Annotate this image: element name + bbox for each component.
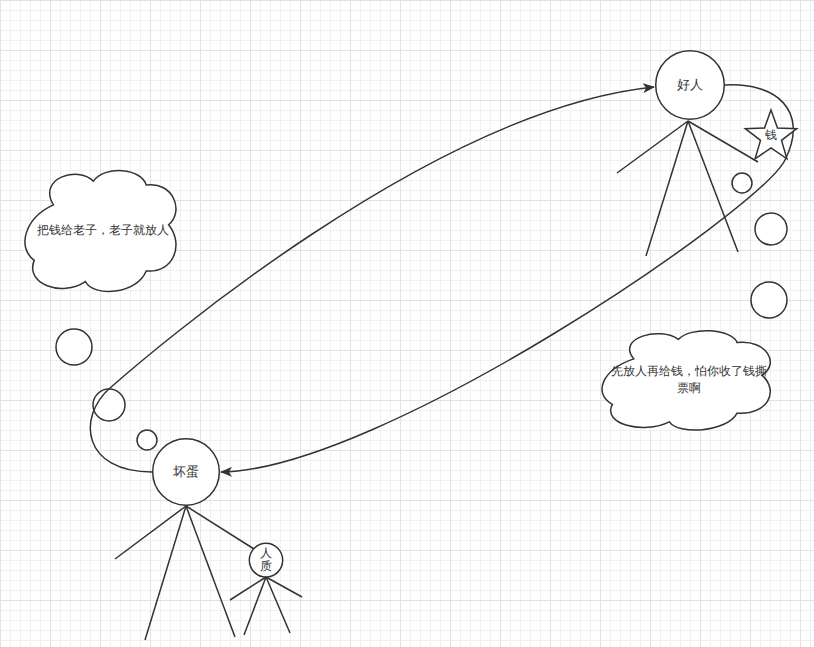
curved-arrow (221, 85, 793, 472)
leg (266, 577, 290, 633)
arm (186, 506, 254, 549)
node-label: 把钱给老子，老子就放人 (37, 222, 169, 238)
node-label: 钱 (765, 127, 777, 143)
circle-node: 坏蛋 (152, 438, 220, 506)
text-group: 坏蛋 (173, 463, 199, 481)
leg (688, 121, 738, 252)
outline (656, 51, 725, 120)
thought-bubble (732, 173, 752, 193)
thought-cloud: 把钱给老子，老子就放人 (15, 160, 191, 300)
node-label: 坏蛋 (173, 463, 199, 481)
thought-cloud: 先放人再给钱，怕你收了钱撕票啊 (591, 322, 787, 437)
text-group: 人质 (260, 547, 272, 573)
leg (244, 577, 266, 635)
outline (153, 439, 220, 506)
stick-figure-hostage (230, 577, 302, 635)
text-group: 钱 (765, 127, 777, 143)
curved-arrow (90, 87, 654, 472)
thought-bubble (751, 282, 787, 318)
arm (230, 577, 266, 600)
text-group: 把钱给老子，老子就放人 (37, 222, 169, 238)
stick-figure-bad (115, 506, 254, 640)
arm (115, 506, 186, 559)
leg (646, 121, 688, 256)
arm (266, 577, 302, 597)
outline (602, 331, 770, 430)
text-group: 好人 (677, 76, 703, 94)
circle-node: 人质 (249, 543, 283, 577)
text-group: 先放人再给钱，怕你收了钱撕票啊 (611, 363, 767, 395)
arm (688, 121, 758, 162)
cloud-outline (591, 322, 787, 437)
node-label: 人质 (260, 547, 272, 573)
outline (745, 110, 796, 159)
circle-node: 好人 (655, 50, 725, 120)
leg (145, 506, 186, 640)
star-node: 钱 (743, 106, 799, 164)
stick-figure-good (617, 121, 758, 256)
thought-bubble (755, 213, 787, 245)
leg (186, 506, 235, 637)
node-label: 好人 (677, 76, 703, 94)
arm (617, 121, 688, 173)
thought-bubble (56, 329, 92, 365)
node-label: 先放人再给钱，怕你收了钱撕票啊 (611, 363, 767, 395)
thought-bubble (137, 430, 157, 450)
outline (25, 171, 176, 292)
thought-bubble (93, 389, 125, 421)
outline (249, 543, 282, 577)
